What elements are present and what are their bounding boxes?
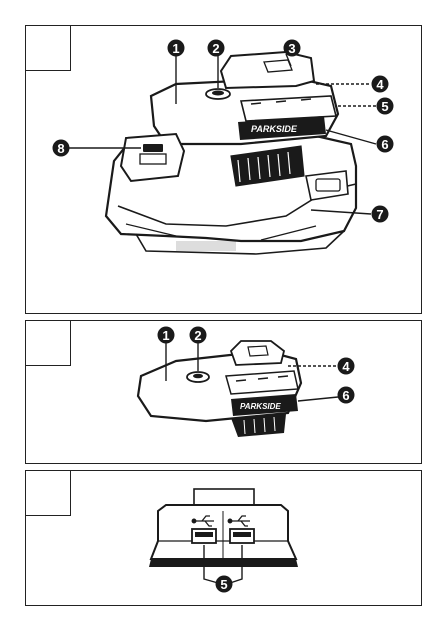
- svg-text:6: 6: [381, 137, 388, 152]
- svg-text:5: 5: [381, 99, 388, 114]
- brand-label: PARKSIDE: [251, 124, 298, 134]
- svg-text:4: 4: [376, 77, 384, 92]
- svg-text:3: 3: [288, 41, 295, 56]
- callout-2: 2: [190, 327, 207, 344]
- svg-text:4: 4: [342, 359, 350, 374]
- svg-text:8: 8: [57, 141, 64, 156]
- svg-text:7: 7: [376, 207, 383, 222]
- svg-text:6: 6: [342, 388, 349, 403]
- callout-6: 6: [377, 136, 394, 153]
- callout-6: 6: [338, 387, 355, 404]
- callout-4: 4: [338, 358, 355, 375]
- callout-5: 5: [377, 98, 394, 115]
- svg-text:2: 2: [194, 328, 201, 343]
- svg-text:1: 1: [172, 41, 179, 56]
- figure-panel-b: PARKSIDE 1 2 4 6: [25, 320, 422, 464]
- svg-text:1: 1: [162, 328, 169, 343]
- brand-label: PARKSIDE: [240, 402, 281, 411]
- usb-adapter-illustration: PARKSIDE 1 2 3 4 5 6 7 8: [26, 26, 421, 313]
- figure-panel-a: PARKSIDE 1 2 3 4 5 6 7 8: [25, 25, 422, 314]
- callout-2: 2: [208, 40, 225, 57]
- callout-1: 1: [168, 40, 185, 57]
- usb-port: [192, 529, 216, 543]
- svg-text:5: 5: [220, 577, 227, 592]
- callout-7: 7: [372, 206, 389, 223]
- usb-ports-illustration: 5: [26, 471, 421, 605]
- callout-3: 3: [284, 40, 301, 57]
- callout-4: 4: [372, 76, 389, 93]
- usb-adapter-top-illustration: PARKSIDE 1 2 4 6: [26, 321, 421, 463]
- callout-5: 5: [216, 576, 233, 593]
- callout-1: 1: [158, 327, 175, 344]
- usb-port: [230, 529, 254, 543]
- figure-panel-c: 5: [25, 470, 422, 606]
- svg-text:2: 2: [212, 41, 219, 56]
- callout-8: 8: [53, 140, 70, 157]
